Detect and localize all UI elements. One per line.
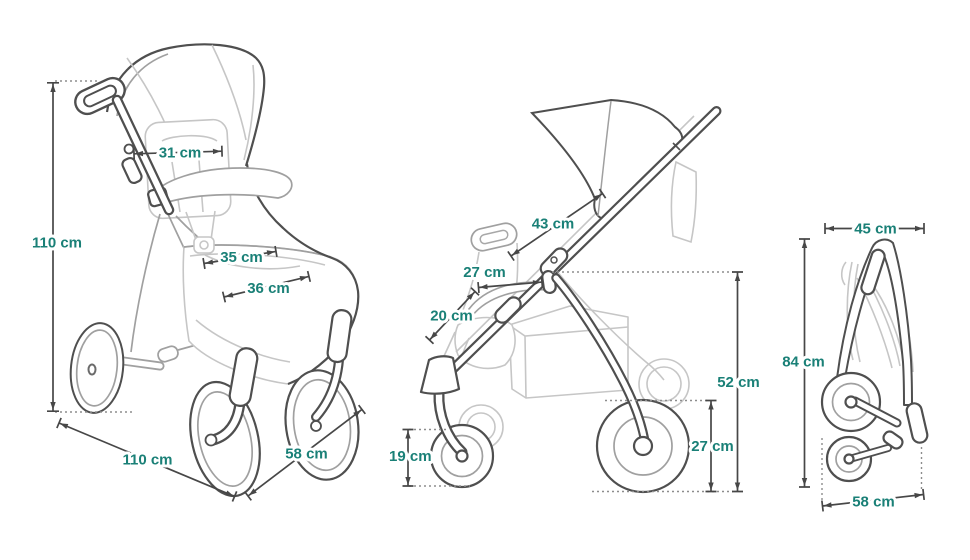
svg-text:27 cm: 27 cm: [463, 264, 506, 281]
svg-text:43 cm: 43 cm: [532, 216, 575, 233]
svg-text:110 cm: 110 cm: [122, 452, 172, 469]
svg-text:35 cm: 35 cm: [220, 249, 263, 266]
svg-text:36 cm: 36 cm: [247, 280, 290, 297]
svg-text:58 cm: 58 cm: [852, 494, 895, 511]
svg-text:31 cm: 31 cm: [159, 145, 202, 162]
svg-text:27 cm: 27 cm: [691, 438, 734, 455]
svg-text:20 cm: 20 cm: [430, 308, 473, 325]
svg-text:52 cm: 52 cm: [717, 374, 760, 391]
svg-text:110 cm: 110 cm: [32, 235, 82, 252]
svg-text:58 cm: 58 cm: [285, 446, 328, 463]
svg-text:19 cm: 19 cm: [389, 448, 432, 465]
svg-text:84 cm: 84 cm: [782, 354, 825, 371]
svg-text:45 cm: 45 cm: [854, 221, 897, 238]
